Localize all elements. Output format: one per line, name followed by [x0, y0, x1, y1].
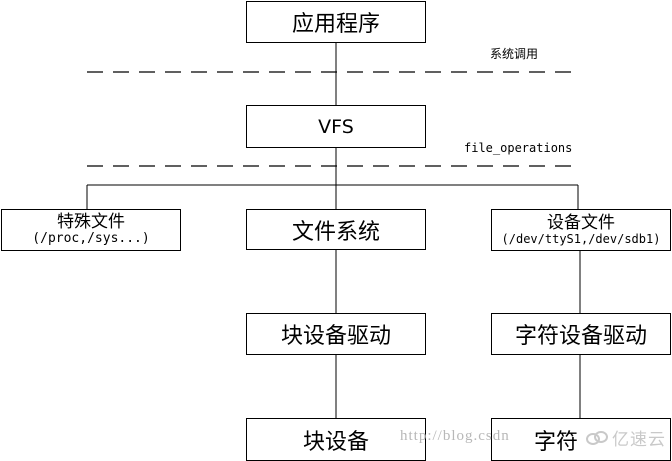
special-file-sub: (/proc,/sys...) — [32, 231, 150, 247]
filesystem-box: 文件系统 — [246, 209, 426, 250]
block-device-box: 块设备 — [246, 418, 426, 461]
special-file-title: 特殊文件 — [57, 212, 125, 233]
file-operations-label: file_operations — [464, 141, 573, 155]
vfs-box: VFS — [246, 105, 426, 148]
watermark-url: http://blog.csdn — [400, 428, 510, 444]
app-box: 应用程序 — [246, 1, 426, 43]
filesystem-label: 文件系统 — [291, 219, 380, 245]
char-driver-label: 字符设备驱动 — [514, 324, 647, 349]
block-device-label: 块设备 — [302, 429, 369, 455]
device-file-box: 设备文件 (/dev/ttyS1,/dev/sdb1) — [491, 209, 671, 251]
watermark-logo: 亿速云 — [582, 424, 670, 451]
watermark-logo-text: 亿速云 — [612, 430, 666, 450]
syscall-label: 系统调用 — [490, 47, 539, 61]
vfs-label: VFS — [318, 115, 354, 138]
app-label: 应用程序 — [291, 12, 380, 37]
device-file-sub: (/dev/ttyS1,/dev/sdb1) — [501, 231, 661, 246]
cloud-icon — [586, 430, 608, 445]
special-file-box: 特殊文件 (/proc,/sys...) — [1, 209, 181, 251]
device-file-title: 设备文件 — [547, 212, 615, 233]
block-driver-box: 块设备驱动 — [246, 313, 426, 355]
char-driver-box: 字符设备驱动 — [491, 313, 671, 355]
char-device-label: 字符 — [534, 429, 579, 455]
block-driver-label: 块设备驱动 — [280, 324, 391, 349]
